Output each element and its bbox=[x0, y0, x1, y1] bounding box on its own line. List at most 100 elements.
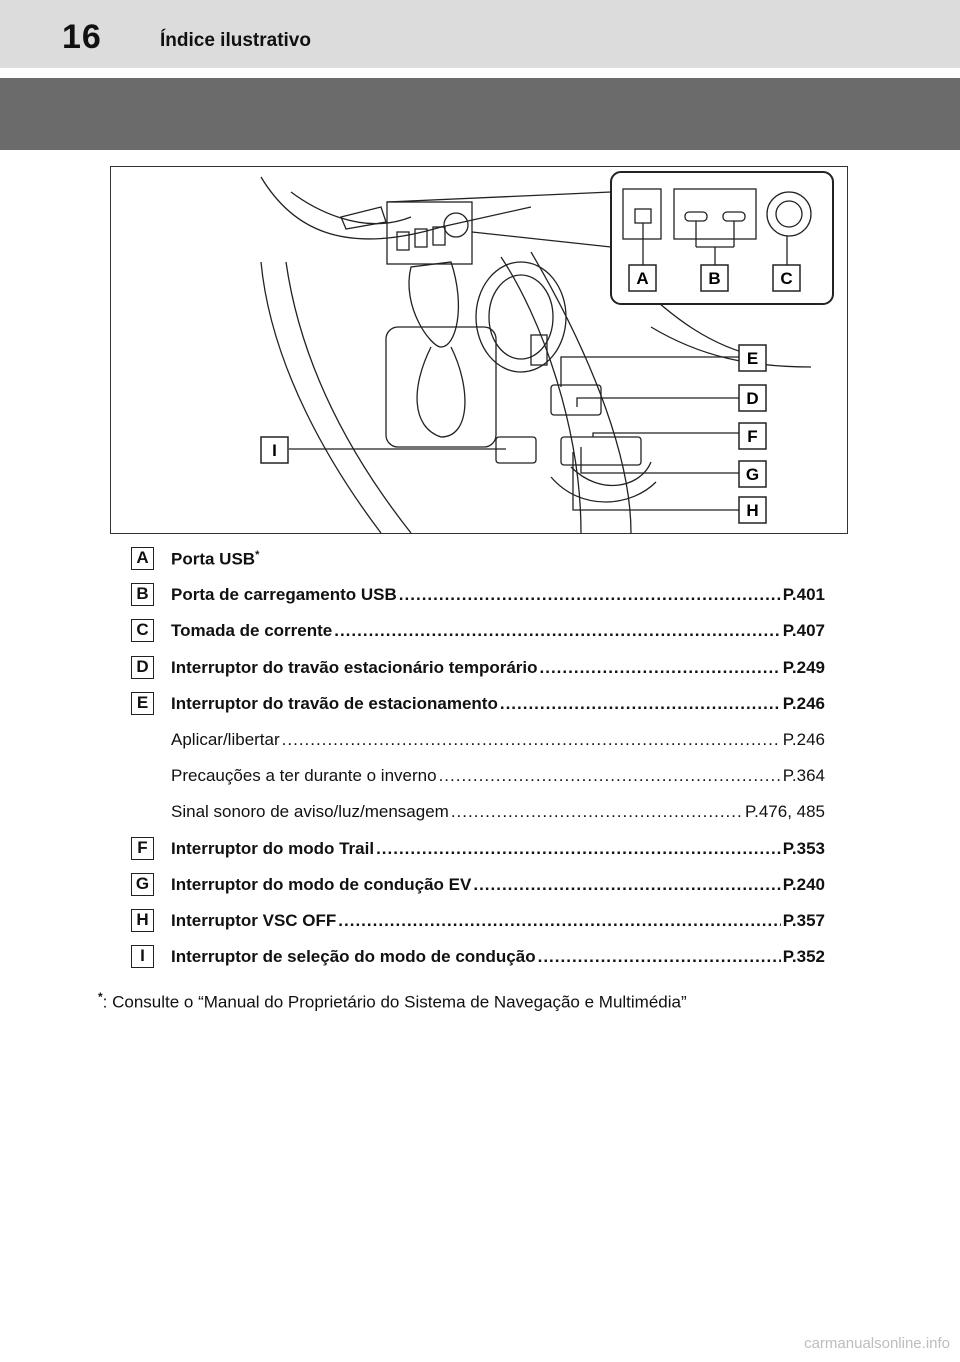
callout-h: H bbox=[738, 496, 767, 524]
callout-d: D bbox=[738, 384, 767, 412]
svg-text:G: G bbox=[746, 465, 759, 484]
page-reference-link[interactable]: P.352 bbox=[782, 947, 825, 967]
page-reference-link[interactable]: P.357 bbox=[782, 911, 825, 930]
svg-text:I: I bbox=[272, 441, 277, 460]
svg-text:C: C bbox=[780, 269, 792, 288]
svg-text:E: E bbox=[747, 349, 758, 368]
list-item: H Interruptor VSC OFF P.357 bbox=[0, 906, 960, 936]
console-drawing: A B C E D F G H bbox=[260, 171, 834, 533]
item-label-text: Tomada de corrente bbox=[171, 621, 333, 641]
item-label: Interruptor de seleção do modo de conduç… bbox=[171, 947, 536, 967]
item-label-text: Interruptor VSC OFF bbox=[171, 911, 337, 930]
leader-dots bbox=[338, 911, 780, 931]
item-entry: Aplicar/libertar P.246 bbox=[171, 725, 825, 755]
leader-dots bbox=[540, 658, 781, 678]
item-footnote-mark: * bbox=[255, 548, 260, 561]
leader-dots bbox=[334, 621, 781, 641]
console-illustration: A B C E D F G H bbox=[110, 166, 848, 534]
item-label-text: Precauções a ter durante o inverno bbox=[171, 766, 437, 786]
item-entry: Interruptor do modo de condução EV P.240 bbox=[171, 870, 825, 900]
item-entry: Interruptor do travão de estacionamento … bbox=[171, 689, 825, 719]
item-label-text: Interruptor do modo de condução EV bbox=[171, 874, 472, 894]
svg-text:H: H bbox=[746, 501, 758, 520]
leader-dots bbox=[473, 875, 780, 895]
leader-dots bbox=[500, 694, 781, 714]
leader-dots bbox=[399, 585, 781, 605]
page-reference-link[interactable]: P.476, 485 bbox=[744, 802, 825, 822]
page-reference-link[interactable]: P.240 bbox=[782, 874, 825, 894]
item-letter-badge: C bbox=[131, 619, 154, 643]
header-bar: 16 Índice ilustrativo bbox=[0, 0, 960, 68]
item-letter-badge: D bbox=[131, 655, 154, 679]
item-letter-badge: A bbox=[131, 547, 154, 570]
item-label-text: Sinal sonoro de aviso/luz/mensagem bbox=[171, 802, 449, 822]
list-item: Aplicar/libertar P.246 bbox=[0, 725, 960, 755]
item-entry: Interruptor do modo Trail P.353 bbox=[171, 834, 825, 864]
item-label-text: Aplicar/libertar bbox=[171, 730, 280, 749]
item-entry: Porta de carregamento USB P.401 bbox=[171, 580, 825, 610]
item-letter-badge: G bbox=[131, 872, 154, 896]
list-item: Sinal sonoro de aviso/luz/mensagem P.476… bbox=[0, 797, 960, 827]
item-entry: Precauções a ter durante o inverno P.364 bbox=[171, 761, 825, 791]
page-reference-link[interactable]: P.407 bbox=[782, 621, 825, 641]
item-label-text: Interruptor do modo Trail bbox=[171, 838, 375, 858]
page-reference-link[interactable]: P.353 bbox=[782, 838, 825, 858]
callout-a: A bbox=[628, 264, 657, 292]
item-label: Interruptor do travão estacionário tempo… bbox=[171, 658, 538, 678]
list-item: E Interruptor do travão de estacionamento… bbox=[0, 689, 960, 719]
page-reference-link[interactable]: P.401 bbox=[782, 585, 825, 605]
item-label: Interruptor do travão de estacionamento bbox=[171, 694, 498, 714]
page-reference-link[interactable]: P.364 bbox=[782, 766, 825, 786]
item-letter-badge: I bbox=[131, 945, 154, 969]
list-item: C Tomada de corrente P.407 bbox=[0, 616, 960, 646]
item-label: Tomada de corrente bbox=[171, 621, 332, 641]
item-letter-badge: E bbox=[131, 691, 154, 715]
list-item: G Interruptor do modo de condução EV P.24… bbox=[0, 870, 960, 900]
item-label: Precauções a ter durante o inverno bbox=[171, 766, 437, 786]
page-reference-link[interactable]: P.246 bbox=[782, 730, 825, 749]
footnote: *: Consulte o “Manual do Proprietário do… bbox=[98, 990, 687, 1013]
item-label: Interruptor do modo de condução EV bbox=[171, 875, 471, 895]
callout-e: E bbox=[738, 344, 767, 372]
item-label: Porta de carregamento USB bbox=[171, 585, 397, 605]
watermark: carmanualsonline.info bbox=[804, 1335, 950, 1352]
svg-text:A: A bbox=[636, 269, 648, 288]
item-label-text: Interruptor de seleção do modo de conduç… bbox=[171, 947, 536, 967]
page-reference-link[interactable]: P.246 bbox=[782, 693, 825, 713]
leader-dots bbox=[538, 947, 781, 967]
item-label: Porta USB* bbox=[171, 549, 259, 570]
item-label-text: Porta USB bbox=[171, 549, 256, 569]
item-entry: Interruptor de seleção do modo de conduç… bbox=[171, 942, 825, 972]
leader-dots bbox=[376, 839, 781, 859]
item-entry: Sinal sonoro de aviso/luz/mensagem P.476… bbox=[171, 797, 825, 827]
list-item: Precauções a ter durante o inverno P.364 bbox=[0, 761, 960, 791]
svg-text:F: F bbox=[747, 427, 757, 446]
chapter-band bbox=[0, 78, 960, 150]
item-entry: Tomada de corrente P.407 bbox=[171, 616, 825, 646]
callout-c: C bbox=[772, 264, 801, 292]
svg-text:D: D bbox=[746, 389, 758, 408]
item-label: Interruptor do modo Trail bbox=[171, 839, 374, 859]
list-item: B Porta de carregamento USB P.401 bbox=[0, 580, 960, 610]
item-label: Aplicar/libertar bbox=[171, 730, 280, 750]
page-number: 16 bbox=[62, 18, 102, 56]
item-letter-badge: B bbox=[131, 583, 154, 607]
list-item: A Porta USB* bbox=[0, 544, 960, 574]
svg-text:B: B bbox=[708, 269, 720, 288]
callout-b: B bbox=[700, 264, 729, 292]
item-letter-badge: H bbox=[131, 909, 154, 932]
item-entry: Interruptor do travão estacionário tempo… bbox=[171, 653, 825, 683]
leader-dots bbox=[439, 766, 781, 786]
list-item: D Interruptor do travão estacionário temp… bbox=[0, 653, 960, 683]
callout-g: G bbox=[738, 460, 767, 488]
item-label-text: Interruptor do travão de estacionamento bbox=[171, 693, 498, 713]
leader-dots bbox=[451, 802, 743, 822]
item-label-text: Porta de carregamento USB bbox=[171, 585, 397, 605]
footnote-mark: * bbox=[98, 990, 103, 1004]
callout-i: I bbox=[260, 436, 289, 464]
page-reference-link[interactable]: P.249 bbox=[782, 657, 825, 677]
footnote-text: : Consulte o “Manual do Proprietário do … bbox=[102, 992, 687, 1012]
item-label: Sinal sonoro de aviso/luz/mensagem bbox=[171, 802, 449, 822]
leader-dots bbox=[282, 730, 781, 750]
